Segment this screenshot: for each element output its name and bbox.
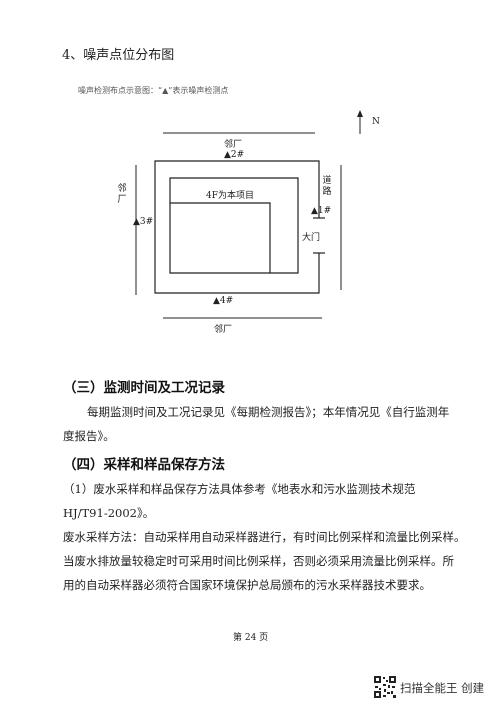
gate-label: 大门: [302, 233, 321, 243]
neighbor-label-bottom: 邻厂: [214, 325, 233, 335]
section4-line-5: 用的自动采样器必须符合国家环境保护总局颁布的污水采样器技术要求。: [63, 578, 431, 592]
noise-point-4: ▲4#: [213, 296, 234, 306]
section4-line-3: 废水采样方法：自动采样用自动采样器进行，有时间比例采样和流量比例采样。: [63, 530, 466, 544]
section3-line-2: 度报告》。: [63, 429, 115, 443]
neighbor-label-left: 邻厂: [117, 184, 127, 205]
scanner-watermark: 扫描全能王 创建: [400, 681, 485, 695]
north-arrow-icon: [357, 110, 363, 134]
building-label: 4F为本项目: [206, 191, 254, 201]
qr-code-icon: [374, 676, 396, 698]
noise-point-2: ▲2#: [224, 150, 245, 160]
figure-legend: 噪声检测布点示意图：“▲”表示噪声检测点: [78, 86, 229, 95]
section4-line-2: HJ/T91-2002》。: [63, 506, 155, 520]
site-boundary: [154, 160, 320, 294]
noise-point-1: ▲1#: [311, 206, 332, 216]
section4-title: （四）采样和样品保存方法: [63, 457, 225, 473]
section3-title: （三）监测时间及工况记录: [63, 380, 225, 396]
page-number: 第 24 页: [233, 633, 269, 643]
section3-line-1: 每期监测时间及工况记录见《每期检测报告》；本年情况见《自行监测年: [87, 405, 450, 419]
section-heading: 4、噪声点位分布图: [62, 48, 175, 63]
north-label: N: [372, 117, 380, 127]
road-label: 道路: [322, 176, 332, 197]
noise-point-3: ▲3#: [133, 217, 154, 227]
section4-line-1: （1）废水采样和样品保存方法具体参考《地表水和污水监测技术规范: [63, 482, 416, 496]
section4-line-4: 当废水排放量较稳定时可采用时间比例采样，否则必须采用流量比例采样。所: [63, 554, 454, 568]
neighbor-label-top: 邻厂: [224, 140, 243, 150]
